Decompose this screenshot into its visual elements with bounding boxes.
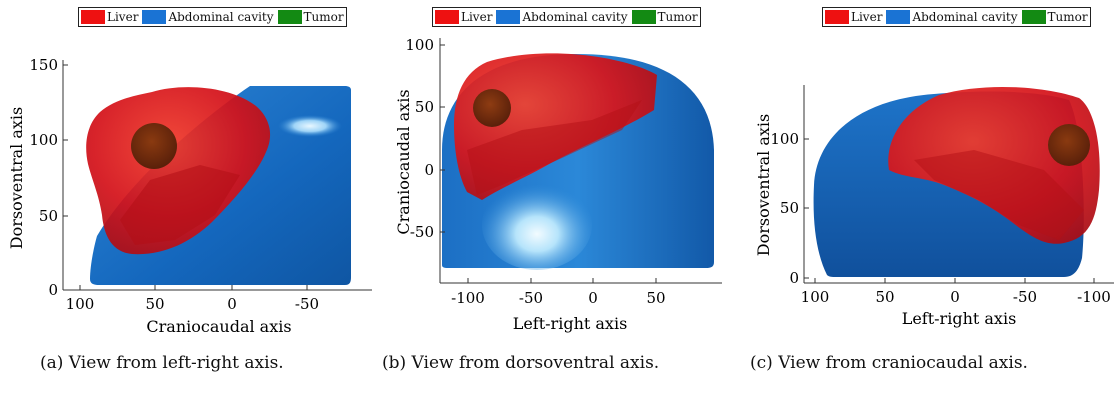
legend-label-tumor: Tumor [1047, 10, 1088, 24]
tumor-sphere [473, 89, 511, 127]
x-tick-label: 0 [950, 288, 960, 306]
chart-c: 0 50 100 100 50 0 -50 -100 Left-right ax… [754, 85, 1114, 328]
y-axis-label: Dorsoventral axis [7, 107, 26, 249]
y-tick-label: 50 [780, 199, 799, 217]
x-tick-label: 50 [875, 288, 894, 306]
legend-item-abdominal-cavity: Abdominal cavity [496, 10, 628, 24]
legend-item-tumor: Tumor [277, 10, 344, 24]
x-tick-label: -100 [1077, 288, 1111, 306]
x-tick-label: 50 [145, 295, 164, 313]
abdominal-cavity-swatch [142, 10, 167, 24]
x-tick-label: -50 [519, 289, 543, 307]
x-axis-label: Left-right axis [902, 309, 1017, 328]
x-axis-label: Craniocaudal axis [146, 317, 291, 336]
cavity-highlight [278, 115, 342, 137]
liver-shading [120, 165, 240, 245]
legend-label-abdominal-cavity: Abdominal cavity [522, 10, 628, 24]
abdominal-cavity-swatch [886, 10, 911, 24]
legend: Liver Abdominal cavity Tumor [432, 7, 701, 27]
legend-item-abdominal-cavity: Abdominal cavity [142, 10, 274, 24]
legend: Liver Abdominal cavity Tumor [78, 7, 347, 27]
y-tick-label: 0 [789, 269, 799, 287]
legend-item-liver: Liver [825, 10, 882, 24]
x-tick-label: -100 [451, 289, 485, 307]
liver-swatch [435, 10, 459, 24]
y-tick-label: 100 [770, 130, 799, 148]
y-tick-label: 100 [405, 36, 434, 54]
x-tick-label: 0 [588, 289, 598, 307]
liver-swatch [825, 10, 849, 24]
tumor-sphere [1048, 124, 1090, 166]
tumor-swatch [631, 10, 656, 24]
y-tick-label: -50 [410, 223, 434, 241]
panel-b: Liver Abdominal cavity Tumor [372, 0, 744, 409]
y-tick-label: 0 [48, 281, 58, 299]
x-axis-label: Left-right axis [513, 314, 628, 333]
liver-swatch [81, 10, 105, 24]
caption-c: (c) View from craniocaudal axis. [750, 353, 1028, 373]
y-axis-label: Dorsoventral axis [754, 114, 773, 256]
caption-b: (b) View from dorsoventral axis. [382, 353, 660, 373]
legend-label-tumor: Tumor [303, 10, 344, 24]
legend-label-abdominal-cavity: Abdominal cavity [168, 10, 274, 24]
legend-item-liver: Liver [81, 10, 138, 24]
legend-label-liver: Liver [461, 10, 493, 24]
legend-item-tumor: Tumor [631, 10, 698, 24]
chart-b: -50 0 50 100 -100 -50 0 50 Left-right ax… [394, 36, 722, 333]
cavity-highlight [482, 180, 592, 270]
x-tick-label: -50 [1013, 288, 1037, 306]
caption-a: (a) View from left-right axis. [40, 353, 284, 373]
legend: Liver Abdominal cavity Tumor [822, 7, 1091, 27]
x-tick-label: 50 [646, 289, 665, 307]
y-axis-label: Craniocaudal axis [394, 89, 413, 234]
liver-shading [467, 100, 642, 195]
y-tick-label: 50 [415, 98, 434, 116]
tumor-sphere [131, 123, 177, 169]
tumor-swatch [1021, 10, 1046, 24]
panel-a: Liver Abdominal cavity Tumor [0, 0, 372, 409]
y-tick-label: 50 [39, 207, 58, 225]
y-tick-label: 150 [29, 56, 58, 74]
x-tick-label: 100 [66, 295, 95, 313]
chart-a: 0 50 100 150 100 50 0 -50 Craniocaudal a… [7, 56, 372, 336]
legend-item-abdominal-cavity: Abdominal cavity [886, 10, 1018, 24]
legend-label-tumor: Tumor [657, 10, 698, 24]
legend-label-liver: Liver [107, 10, 139, 24]
x-tick-label: 0 [227, 295, 237, 313]
legend-item-liver: Liver [435, 10, 492, 24]
x-tick-label: 100 [801, 288, 830, 306]
y-tick-label: 100 [29, 131, 58, 149]
legend-item-tumor: Tumor [1021, 10, 1088, 24]
y-tick-label: 0 [424, 161, 434, 179]
legend-label-abdominal-cavity: Abdominal cavity [912, 10, 1018, 24]
legend-label-liver: Liver [851, 10, 883, 24]
tumor-swatch [277, 10, 302, 24]
abdominal-cavity-swatch [496, 10, 521, 24]
liver-shading [914, 150, 1084, 240]
x-tick-label: -50 [295, 295, 319, 313]
panel-c: Liver Abdominal cavity Tumor 0 [744, 0, 1118, 409]
